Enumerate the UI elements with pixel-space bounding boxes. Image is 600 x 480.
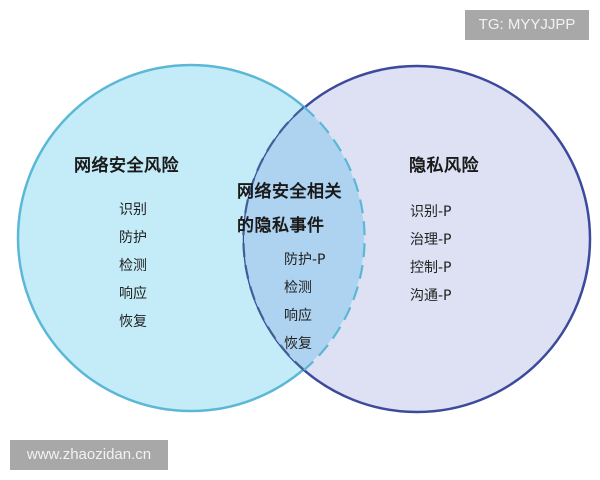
left-set-items: 识别 防护 检测 响应 恢复 xyxy=(119,196,147,336)
overlap-title-line1: 网络安全相关 xyxy=(237,182,342,202)
list-item: 控制-P xyxy=(410,260,452,276)
list-item: 恢复 xyxy=(284,336,312,352)
overlap-dashed-border-left xyxy=(242,106,305,371)
watermark-top-right: TG: MYYJJPP xyxy=(465,10,589,40)
watermark-bottom-left: www.zhaozidan.cn xyxy=(10,440,168,470)
right-set-title: 隐私风险 xyxy=(409,156,479,176)
left-set-title: 网络安全风险 xyxy=(74,156,179,176)
list-item: 检测 xyxy=(284,280,312,296)
right-set-items: 识别-P 治理-P 控制-P 沟通-P xyxy=(410,198,452,310)
list-item: 响应 xyxy=(119,286,147,302)
list-item: 防护-P xyxy=(284,252,326,268)
overlap-region xyxy=(244,66,364,411)
list-item: 沟通-P xyxy=(410,288,452,304)
list-item: 防护 xyxy=(119,230,147,246)
overlap-dashed-border-right xyxy=(303,106,366,371)
list-item: 治理-P xyxy=(410,232,452,248)
list-item: 响应 xyxy=(284,308,312,324)
overlap-items: 防护-P 检测 响应 恢复 xyxy=(284,246,326,358)
list-item: 检测 xyxy=(119,258,147,274)
list-item: 识别-P xyxy=(410,204,452,220)
list-item: 恢复 xyxy=(119,314,147,330)
list-item: 识别 xyxy=(119,202,147,218)
overlap-title-line2: 的隐私事件 xyxy=(237,216,325,236)
